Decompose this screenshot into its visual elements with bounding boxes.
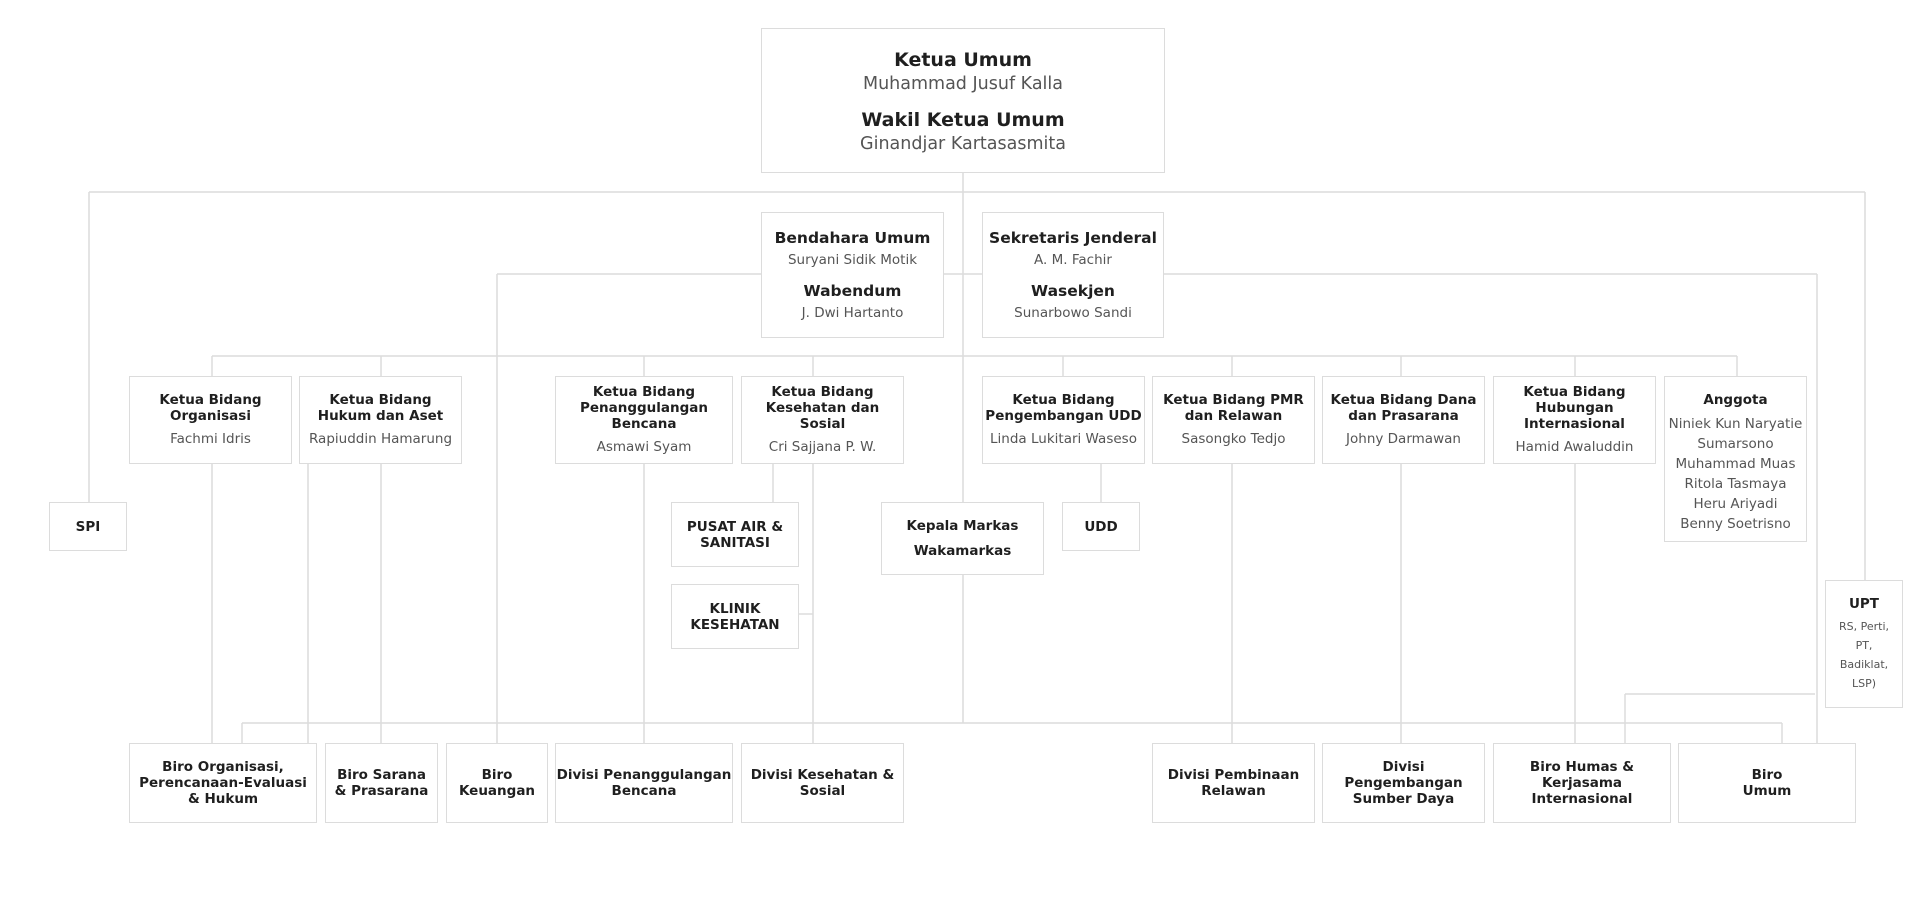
anggota-title: Anggota (1703, 392, 1768, 408)
biro-label: Divisi Pengembangan Sumber Daya (1344, 759, 1463, 807)
anggota-member: Muhammad Muas (1675, 456, 1796, 472)
biro-humas-box: Biro Humas & Kerjasama Internasional (1493, 743, 1671, 823)
wakamarkas-label: Wakamarkas (913, 543, 1012, 559)
bidang-udd-box: Ketua Bidang Pengembangan UDD Linda Luki… (982, 376, 1145, 464)
udd-box: UDD (1062, 502, 1140, 551)
wakil-ketua-umum-name: Ginandjar Kartasasmita (860, 133, 1066, 154)
biro-label: Divisi Penanggulangan Bencana (556, 767, 732, 799)
biro-label: Divisi Pembinaan Relawan (1167, 767, 1300, 799)
pusat-air-label: PUSAT AIR & SANITASI (686, 518, 784, 551)
bidang-bencana-box: Ketua Bidang Penanggulangan Bencana Asma… (555, 376, 733, 464)
biro-label: Biro Humas & Kerjasama Internasional (1529, 759, 1635, 807)
bidang-name: Johny Darmawan (1346, 431, 1461, 447)
bidang-name: Asmawi Syam (596, 439, 692, 455)
biro-label: Biro Umum (1742, 767, 1792, 799)
klinik-box: KLINIK KESEHATAN (671, 584, 799, 649)
sekjen-box: Sekretaris Jenderal A. M. Fachir Wasekje… (982, 212, 1164, 338)
upt-label: UPT (1848, 595, 1880, 612)
kepala-markas-label: Kepala Markas (906, 518, 1019, 534)
bidang-organisasi-box: Ketua Bidang Organisasi Fachmi Idris (129, 376, 292, 464)
bidang-hubint-box: Ketua Bidang Hubungan Internasional Hami… (1493, 376, 1656, 464)
bidang-dana-box: Ketua Bidang Dana dan Prasarana Johny Da… (1322, 376, 1485, 464)
biro-organisasi-box: Biro Organisasi, Perencanaan-Evaluasi & … (129, 743, 317, 823)
biro-keuangan-box: Biro Keuangan (446, 743, 548, 823)
bidang-title: Ketua Bidang Organisasi (159, 392, 262, 424)
bidang-title: Ketua Bidang Penanggulangan Bencana (579, 384, 709, 432)
sekjen-title: Sekretaris Jenderal (989, 228, 1157, 247)
divisi-bencana-box: Divisi Penanggulangan Bencana (555, 743, 733, 823)
bidang-name: Fachmi Idris (170, 431, 251, 447)
anggota-member: Sumarsono (1697, 436, 1774, 452)
wabendum-name: J. Dwi Hartanto (801, 304, 904, 321)
bidang-name: Rapiuddin Hamarung (308, 431, 453, 447)
anggota-member: Niniek Kun Naryatie (1668, 416, 1803, 432)
biro-umum-box: Biro Umum (1678, 743, 1856, 823)
bidang-title: Ketua Bidang Hubungan Internasional (1523, 384, 1626, 432)
anggota-member: Ritola Tasmaya (1684, 476, 1787, 492)
bidang-name: Hamid Awaluddin (1515, 439, 1634, 455)
udd-label: UDD (1084, 518, 1118, 535)
upt-sub-label: RS, Perti, PT, Badiklat, LSP) (1838, 619, 1889, 690)
bidang-name: Linda Lukitari Waseso (990, 431, 1137, 447)
bendahara-title: Bendahara Umum (774, 228, 931, 247)
divisi-sdm-box: Divisi Pengembangan Sumber Daya (1322, 743, 1485, 823)
divisi-kesehatan-box: Divisi Kesehatan & Sosial (741, 743, 904, 823)
wasekjen-name: Sunarbowo Sandi (1014, 304, 1132, 321)
biro-label: Biro Sarana & Prasarana (334, 767, 429, 799)
upt-box: UPT RS, Perti, PT, Badiklat, LSP) (1825, 580, 1903, 708)
anggota-box: Anggota Niniek Kun Naryatie Sumarsono Mu… (1664, 376, 1807, 542)
bendahara-name: Suryani Sidik Motik (787, 251, 918, 268)
bendahara-box: Bendahara Umum Suryani Sidik Motik Waben… (761, 212, 944, 338)
wakil-ketua-umum-title: Wakil Ketua Umum (861, 108, 1065, 131)
klinik-label: KLINIK KESEHATAN (690, 600, 780, 633)
spi-label: SPI (75, 518, 101, 535)
pusat-air-box: PUSAT AIR & SANITASI (671, 502, 799, 567)
biro-label: Biro Organisasi, Perencanaan-Evaluasi & … (139, 759, 307, 807)
bidang-pmr-box: Ketua Bidang PMR dan Relawan Sasongko Te… (1152, 376, 1315, 464)
bidang-title: Ketua Bidang Dana dan Prasarana (1330, 392, 1477, 424)
bidang-name: Cri Sajjana P. W. (768, 439, 877, 455)
bidang-name: Sasongko Tedjo (1181, 431, 1286, 447)
bidang-kesehatan-box: Ketua Bidang Kesehatan dan Sosial Cri Sa… (741, 376, 904, 464)
spi-box: SPI (49, 502, 127, 551)
anggota-member: Heru Ariyadi (1693, 496, 1778, 512)
divisi-relawan-box: Divisi Pembinaan Relawan (1152, 743, 1315, 823)
bidang-title: Ketua Bidang Pengembangan UDD (985, 392, 1142, 424)
biro-label: Biro Keuangan (458, 767, 536, 799)
ketua-umum-box: Ketua Umum Muhammad Jusuf Kalla Wakil Ke… (761, 28, 1165, 173)
biro-sarana-box: Biro Sarana & Prasarana (325, 743, 438, 823)
bidang-title: Ketua Bidang Kesehatan dan Sosial (765, 384, 880, 432)
bidang-title: Ketua Bidang Hukum dan Aset (317, 392, 444, 424)
bidang-hukum-box: Ketua Bidang Hukum dan Aset Rapiuddin Ha… (299, 376, 462, 464)
ketua-umum-title: Ketua Umum (894, 48, 1032, 71)
wabendum-title: Wabendum (803, 281, 902, 300)
sekjen-name: A. M. Fachir (1034, 251, 1112, 268)
wasekjen-title: Wasekjen (1031, 281, 1115, 300)
biro-label: Divisi Kesehatan & Sosial (750, 767, 895, 799)
kepala-markas-box: Kepala Markas Wakamarkas (881, 502, 1044, 575)
bidang-title: Ketua Bidang PMR dan Relawan (1163, 392, 1304, 424)
anggota-member: Benny Soetrisno (1680, 516, 1791, 532)
ketua-umum-name: Muhammad Jusuf Kalla (862, 73, 1064, 94)
